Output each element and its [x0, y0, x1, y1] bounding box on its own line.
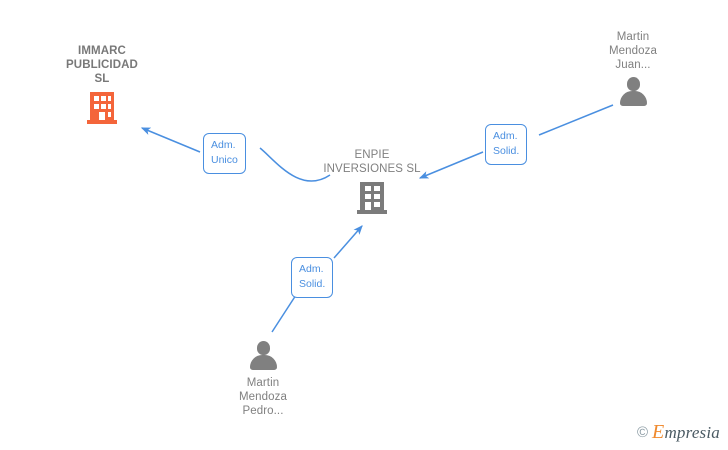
building-icon [87, 92, 117, 124]
node-label-immarc: IMMARC PUBLICIDAD SL [66, 45, 138, 85]
node-label-martin-pedro: Martin Mendoza Pedro... [238, 377, 287, 417]
node-company-immarc[interactable]: IMMARC PUBLICIDAD SL [32, 44, 172, 124]
edge-pedro-enpie-arrow [333, 225, 363, 259]
edge-enpie-immarc-line [259, 147, 331, 182]
watermark-empresia: © Empresia [637, 422, 720, 442]
node-company-enpie[interactable]: ENPIE INVERSIONES SL [302, 148, 442, 214]
person-icon [618, 76, 648, 108]
brand-wordmark: Empresia [652, 422, 720, 442]
node-label-enpie: ENPIE INVERSIONES SL [323, 149, 421, 175]
edge-juan-enpie-line-upper [538, 104, 614, 136]
edge-label-adm-solid-pedro[interactable]: Adm. Solid. [291, 257, 334, 298]
edge-pedro-enpie-line-lower [271, 294, 297, 333]
edge-label-adm-unico[interactable]: Adm. Unico [203, 133, 246, 174]
person-icon [248, 340, 278, 372]
building-icon [357, 182, 387, 214]
brand-rest: mpresia [664, 423, 720, 442]
edge-label-adm-solid-juan[interactable]: Adm. Solid. [485, 124, 528, 165]
edge-enpie-immarc-arrow [140, 127, 201, 153]
node-person-martin-pedro[interactable]: Martin Mendoza Pedro... [193, 336, 333, 418]
node-person-martin-juan[interactable]: Martin Mendoza Juan... [563, 30, 703, 112]
edge-juan-enpie-arrow [418, 151, 484, 179]
copyright-icon: © [636, 423, 649, 441]
brand-initial: E [652, 421, 665, 443]
node-label-martin-juan: Martin Mendoza Juan... [608, 31, 657, 71]
